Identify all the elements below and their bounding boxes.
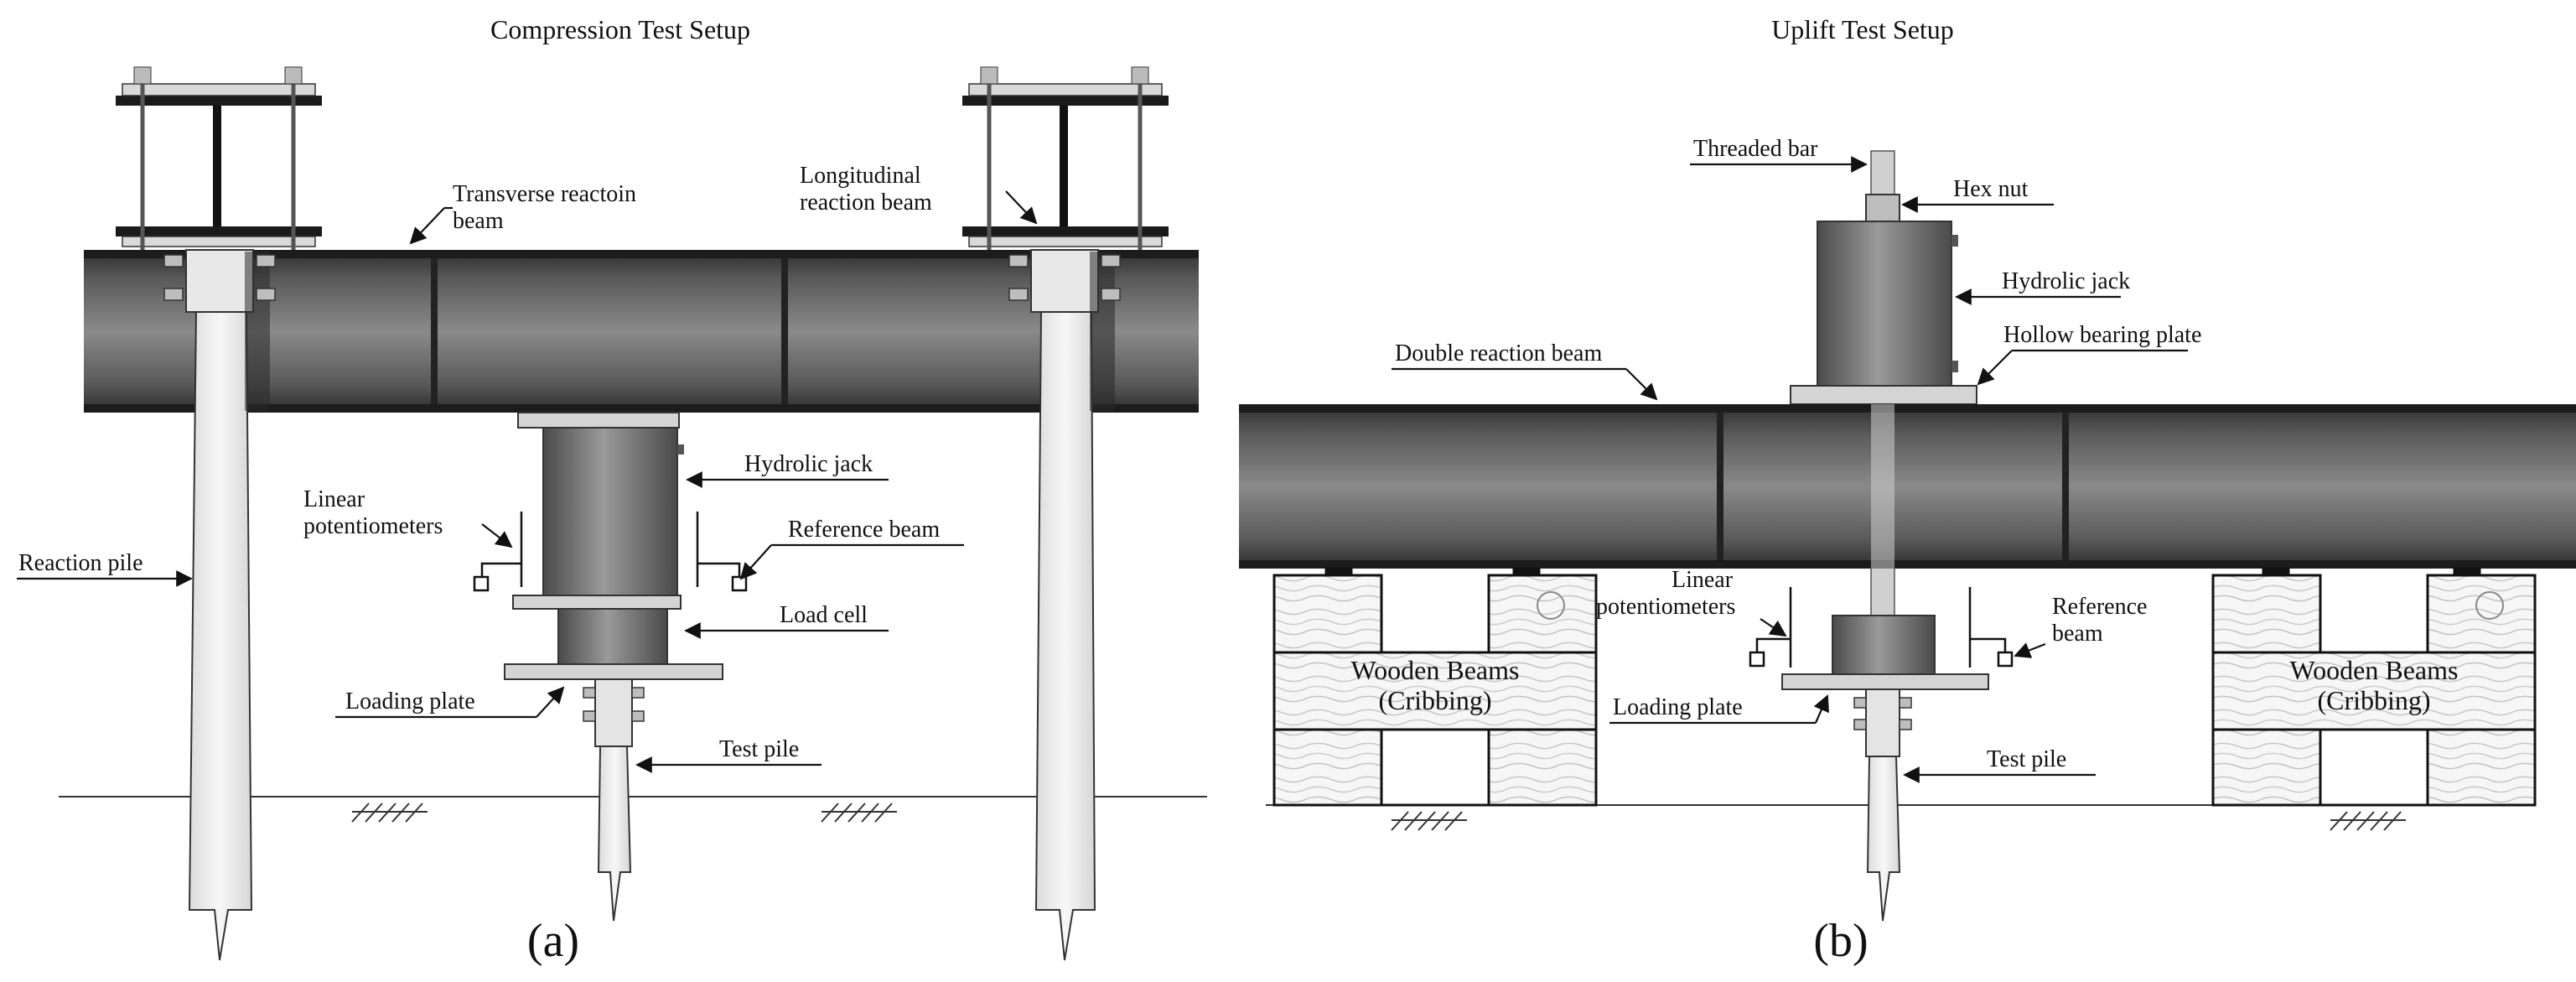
jack-assembly-a xyxy=(504,412,723,922)
label-test-pile-a: Test pile xyxy=(719,736,799,762)
panel-a-compression: Compression Test Setup xyxy=(17,14,1207,967)
reaction-pile-left xyxy=(185,249,270,961)
soil-hatch-b1 xyxy=(1391,811,1467,831)
label-cribbing-right-2: (Cribbing) xyxy=(2317,685,2430,715)
label-load-cell: Load cell xyxy=(780,602,868,628)
transverse-frame-right xyxy=(962,66,1169,252)
panel-a-title: Compression Test Setup xyxy=(490,14,750,44)
jack-assembly-b xyxy=(1790,194,1977,405)
label-threaded-bar: Threaded bar xyxy=(1693,136,1818,162)
label-reaction-pile: Reaction pile xyxy=(18,550,143,576)
soil-hatch-a1 xyxy=(351,803,428,823)
label-hex-nut: Hex nut xyxy=(1953,176,2029,202)
pile-cap-bolts xyxy=(163,254,1121,301)
label-cribbing-left-2: (Cribbing) xyxy=(1378,685,1491,715)
label-double-beam: Double reaction beam xyxy=(1395,340,1602,366)
caption-b: (b) xyxy=(1813,915,1868,967)
label-transverse-beam-2: beam xyxy=(453,208,504,234)
label-linear-pot-a-1: Linear xyxy=(303,486,365,512)
soil-hatch-a2 xyxy=(821,803,897,823)
label-linear-pot-b-1: Linear xyxy=(1672,567,1734,593)
label-loading-plate-a: Loading plate xyxy=(345,688,475,714)
potentiometers-a xyxy=(473,512,748,592)
label-hydrolic-jack-a: Hydrolic jack xyxy=(744,451,873,477)
soil-hatch-b2 xyxy=(2330,811,2406,831)
label-longitudinal-1: Longitudinal xyxy=(800,163,921,189)
panel-b-uplift: Uplift Test Setup xyxy=(1239,14,2576,967)
reaction-pile-right xyxy=(1030,249,1115,961)
caption-a: (a) xyxy=(527,915,579,967)
label-linear-pot-b-2: potentiometers xyxy=(1596,594,1735,620)
leaders-b xyxy=(1392,156,2188,783)
label-longitudinal-2: reaction beam xyxy=(800,190,932,216)
test-pile-assembly-b xyxy=(1781,615,1989,922)
cribbing-right xyxy=(2211,567,2537,807)
label-reference-beam-b-1: Reference xyxy=(2052,594,2147,620)
double-reaction-beam xyxy=(1239,404,2576,569)
transverse-frame-left xyxy=(116,66,322,252)
label-hollow-plate: Hollow bearing plate xyxy=(2003,322,2201,348)
label-reference-beam-b-2: beam xyxy=(2052,621,2103,647)
potentiometers-b xyxy=(1749,587,2014,668)
label-linear-pot-a-2: potentiometers xyxy=(303,513,443,539)
label-hydrolic-jack-b: Hydrolic jack xyxy=(2002,268,2130,294)
label-transverse-beam-1: Transverse reactoin xyxy=(453,181,636,207)
panel-b-title: Uplift Test Setup xyxy=(1771,14,1954,44)
cribbing-left xyxy=(1272,567,1598,807)
label-reference-beam-a: Reference beam xyxy=(788,517,940,543)
leaders-a xyxy=(17,190,1038,773)
label-cribbing-right-1: Wooden Beams xyxy=(2290,655,2459,685)
label-cribbing-left-1: Wooden Beams xyxy=(1351,655,1520,685)
label-test-pile-b: Test pile xyxy=(1987,746,2066,772)
label-loading-plate-b: Loading plate xyxy=(1613,694,1743,720)
